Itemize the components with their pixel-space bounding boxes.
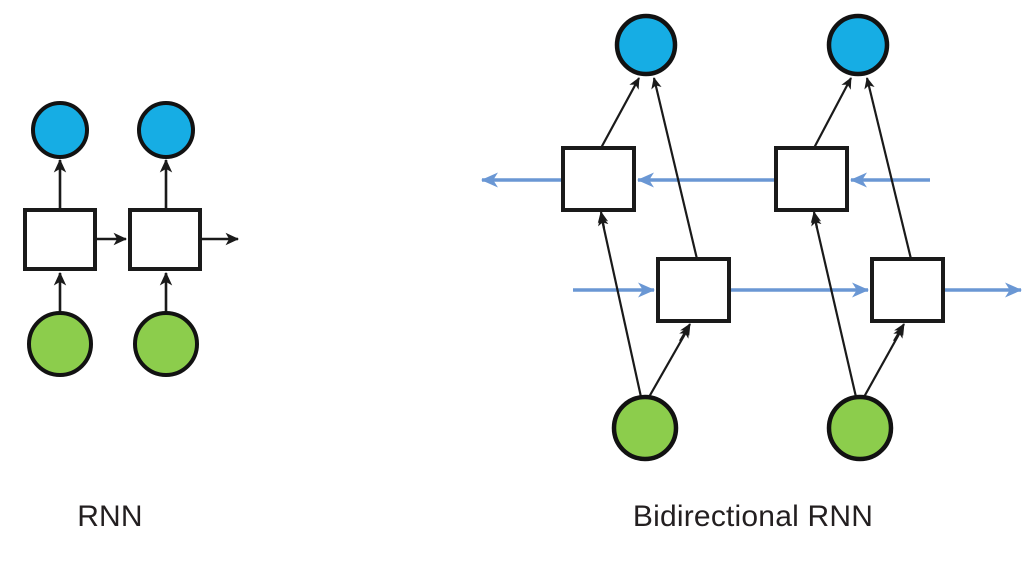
birnn-output-node-t0[interactable] [614, 13, 678, 77]
birnn-input-node-t1[interactable] [826, 394, 894, 462]
rnn-output-node-t0[interactable] [31, 101, 89, 159]
caption-rnn: RNN [77, 500, 143, 533]
rnn-hidden-box-t0[interactable] [23, 208, 97, 271]
panel-bidirectional-rnn [480, 13, 1023, 462]
birnn-input-node-t0[interactable] [611, 394, 679, 462]
arrowhead-forward0-bottom [679, 323, 691, 342]
arrowhead-backward0-bottom [597, 211, 609, 229]
arrowhead-forward1-bottom [893, 323, 905, 342]
birnn-forward-box-t0[interactable] [656, 257, 731, 323]
edge-forward1-to-output1 [864, 77, 913, 260]
caption-bidirectional-rnn: Bidirectional RNN [632, 500, 874, 533]
birnn-forward-box-t1[interactable] [870, 257, 945, 323]
edge-backward1-to-output1 [813, 77, 852, 149]
birnn-box-entry-arrowheads [597, 211, 905, 342]
edge-input0-to-backward0 [598, 214, 643, 398]
rnn-hidden-box-t1[interactable] [128, 208, 202, 271]
rnn-output-node-t1[interactable] [137, 101, 195, 159]
birnn-output-node-t1[interactable] [826, 13, 890, 77]
rnn-vertical-edges [53, 158, 173, 312]
rnn-input-node-t0[interactable] [27, 311, 93, 377]
rnn-input-node-t1[interactable] [133, 311, 199, 377]
arrowhead-backward1-bottom [810, 211, 822, 229]
edge-input1-to-backward1 [811, 214, 858, 398]
panel-rnn [23, 101, 240, 377]
birnn-edges-t0 [598, 77, 699, 398]
birnn-backward-box-t0[interactable] [561, 146, 636, 212]
birnn-backward-box-t1[interactable] [774, 146, 849, 212]
edge-forward0-to-output0 [651, 77, 699, 260]
edge-backward0-to-output0 [600, 77, 640, 149]
birnn-edges-t1 [811, 77, 913, 398]
